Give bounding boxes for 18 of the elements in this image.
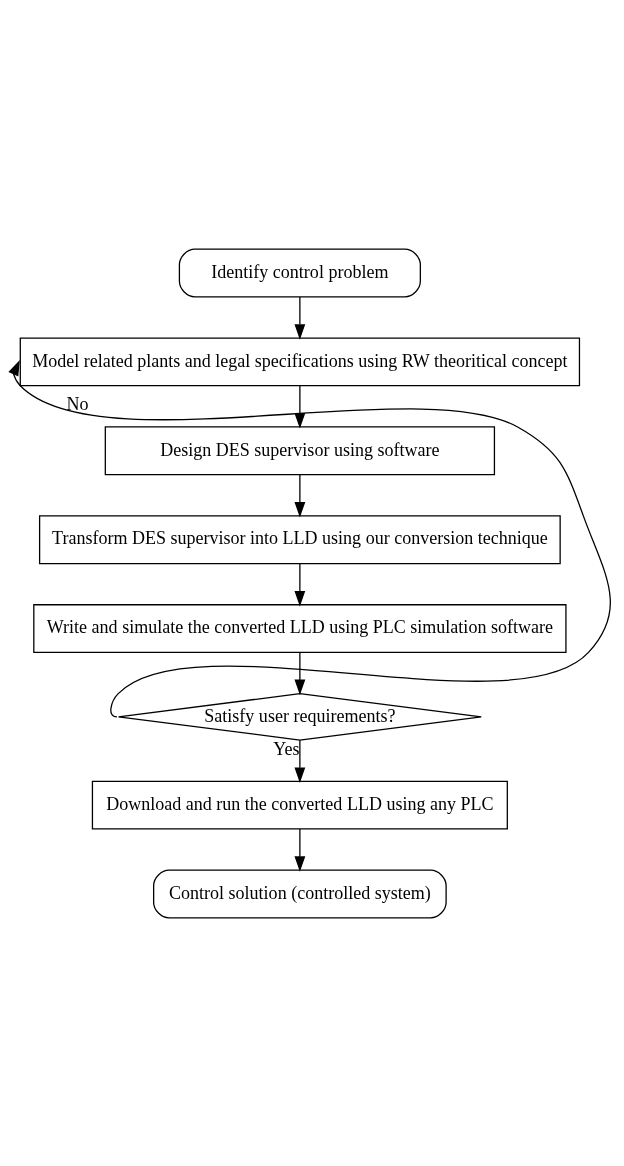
node-box: Control solution (controlled system) <box>153 869 447 918</box>
node-box: Write and simulate the converted LLD using PLC simulation software <box>33 603 567 653</box>
node-box: Model related plants and legal specifications using RW theoritical concept <box>19 336 581 386</box>
arrow <box>294 562 306 606</box>
node-diamond: Satisfy user requirements? <box>117 692 482 741</box>
arrow <box>294 295 306 340</box>
node-box: Transform DES supervisor into LLD using our conversion technique <box>38 514 561 564</box>
node-box: Identify control problem <box>178 248 421 297</box>
arrow <box>294 384 306 429</box>
arrow <box>294 827 306 872</box>
arrow <box>8 359 611 717</box>
arrow <box>294 651 306 695</box>
node-box: Download and run the converted LLD using any PLC <box>91 780 508 830</box>
edge-label: No <box>66 393 89 414</box>
arrow <box>294 739 306 783</box>
arrow <box>294 473 306 518</box>
edge-label: Yes <box>273 738 300 759</box>
node-box: Design DES supervisor using software <box>104 425 496 475</box>
